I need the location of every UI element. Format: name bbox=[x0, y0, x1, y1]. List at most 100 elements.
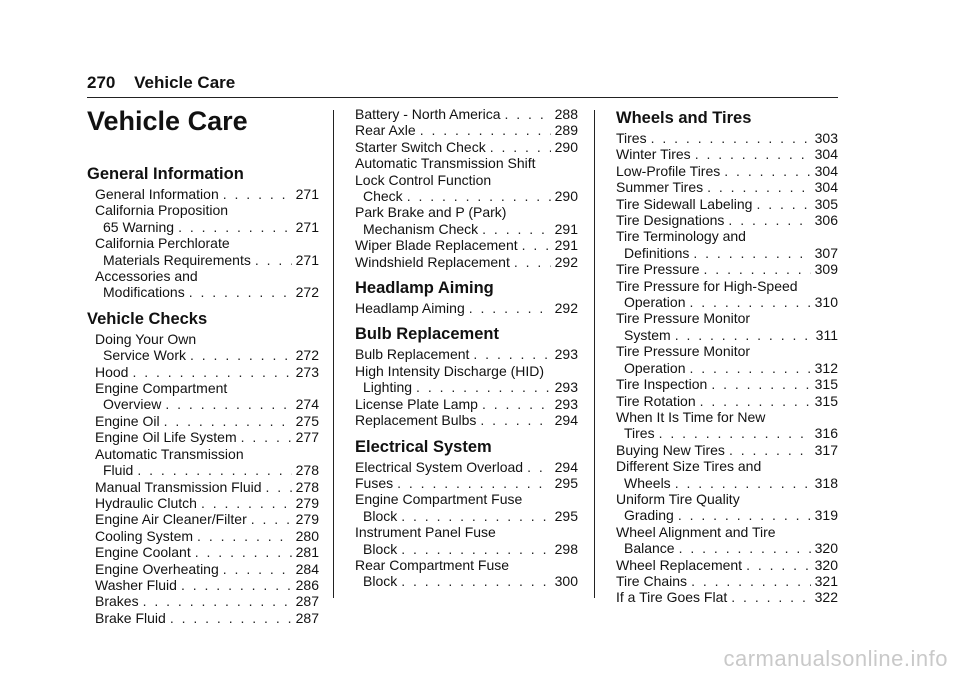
toc-page-number: 293 bbox=[554, 379, 578, 396]
toc-page-number: 279 bbox=[295, 511, 319, 528]
toc-page-number: 304 bbox=[814, 146, 838, 163]
toc-entry[interactable]: Headlamp Aiming. . . . . . . . . . . . .… bbox=[355, 300, 578, 316]
toc-entry[interactable]: Wiper Blade Replacement. . . . . . . . .… bbox=[355, 237, 578, 253]
toc-entry[interactable]: Engine Overheating. . . . . . . . . . . … bbox=[87, 561, 319, 577]
toc-entry[interactable]: Tire Chains. . . . . . . . . . . . . . .… bbox=[616, 573, 838, 589]
toc-entry[interactable]: Electrical System Overload. . . . . . . … bbox=[355, 459, 578, 475]
toc-entry[interactable]: Tire Pressure. . . . . . . . . . . . . .… bbox=[616, 261, 838, 277]
toc-entry-line: Cooling System. . . . . . . . . . . . . … bbox=[95, 528, 319, 544]
toc-entry[interactable]: Park Brake and P (Park)Mechanism Check. … bbox=[355, 204, 578, 237]
dot-leader: . . . . . . . . . . . . . . . . . . . . … bbox=[689, 359, 810, 376]
toc-entry[interactable]: Hood. . . . . . . . . . . . . . . . . . … bbox=[87, 364, 319, 380]
toc-entry[interactable]: General Information. . . . . . . . . . .… bbox=[87, 186, 319, 202]
toc-entry[interactable]: License Plate Lamp. . . . . . . . . . . … bbox=[355, 396, 578, 412]
toc-entry[interactable]: Starter Switch Check. . . . . . . . . . … bbox=[355, 139, 578, 155]
toc-entry[interactable]: Manual Transmission Fluid. . . . . . . .… bbox=[87, 479, 319, 495]
toc-entry-line: General Information. . . . . . . . . . .… bbox=[95, 186, 319, 202]
toc-entry-text: Block bbox=[363, 507, 398, 524]
dot-leader: . . . . . . . . . . . . . . . . . . . . … bbox=[416, 379, 551, 396]
toc-entry[interactable]: Tire Designations. . . . . . . . . . . .… bbox=[616, 212, 838, 228]
toc-page-number: 293 bbox=[554, 346, 578, 363]
toc-entry[interactable]: Engine Oil. . . . . . . . . . . . . . . … bbox=[87, 413, 319, 429]
dot-leader: . . . . . . . . . . . . . . . . . . . . … bbox=[200, 494, 292, 511]
toc-entry[interactable]: Summer Tires. . . . . . . . . . . . . . … bbox=[616, 179, 838, 195]
toc-entry[interactable]: Tire Inspection. . . . . . . . . . . . .… bbox=[616, 376, 838, 392]
toc-entry[interactable]: Brake Fluid. . . . . . . . . . . . . . .… bbox=[87, 610, 319, 626]
dot-leader: . . . . . . . . . . . . . . . . . . . . … bbox=[703, 261, 811, 278]
dot-leader: . . . . . . . . . . . . . . . . . . . . … bbox=[728, 441, 811, 458]
dot-leader: . . . . . . . . . . . . . . . . . . . . … bbox=[468, 300, 551, 317]
toc-entry-line: Rear Axle. . . . . . . . . . . . . . . .… bbox=[355, 122, 578, 138]
toc-entry-line: System. . . . . . . . . . . . . . . . . … bbox=[616, 327, 838, 343]
toc-entry-line: Wheel Replacement. . . . . . . . . . . .… bbox=[616, 557, 838, 573]
dot-leader: . . . . . . . . . . . . . . . . . . . . … bbox=[689, 294, 810, 311]
toc-entry[interactable]: Engine Air Cleaner/Filter. . . . . . . .… bbox=[87, 511, 319, 527]
dot-leader: . . . . . . . . . . . . . . . . . . . . … bbox=[137, 462, 291, 479]
toc-entry[interactable]: Tire Sidewall Labeling. . . . . . . . . … bbox=[616, 196, 838, 212]
toc-entry-line: Overview. . . . . . . . . . . . . . . . … bbox=[95, 396, 319, 412]
toc-entry[interactable]: Winter Tires. . . . . . . . . . . . . . … bbox=[616, 146, 838, 162]
toc-page-number: 278 bbox=[295, 478, 319, 495]
toc-entry-line: Engine Oil Life System. . . . . . . . . … bbox=[95, 429, 319, 445]
toc-entry[interactable]: Fuses. . . . . . . . . . . . . . . . . .… bbox=[355, 475, 578, 491]
toc-entry-text: Hood bbox=[95, 363, 129, 380]
toc-entry-line: Engine Overheating. . . . . . . . . . . … bbox=[95, 561, 319, 577]
dot-leader: . . . . . . . . . . . . . . . . . . . . … bbox=[397, 474, 551, 491]
toc-entry[interactable]: Windshield Replacement. . . . . . . . . … bbox=[355, 254, 578, 270]
toc-entry-line: Lighting. . . . . . . . . . . . . . . . … bbox=[355, 379, 578, 395]
dot-leader: . . . . . . . . . . . . . . . . . . . . … bbox=[165, 396, 291, 413]
toc-entry-text: Lighting bbox=[363, 379, 413, 396]
toc-entry-text: Fluid bbox=[103, 462, 134, 479]
toc-entry-line: Electrical System Overload. . . . . . . … bbox=[355, 459, 578, 475]
toc-entry[interactable]: Buying New Tires. . . . . . . . . . . . … bbox=[616, 442, 838, 458]
dot-leader: . . . . . . . . . . . . . . . . . . . . … bbox=[197, 527, 292, 544]
toc-entry-line: Operation. . . . . . . . . . . . . . . .… bbox=[616, 360, 838, 376]
toc-entry[interactable]: Hydraulic Clutch. . . . . . . . . . . . … bbox=[87, 495, 319, 511]
toc-page-number: 312 bbox=[814, 359, 838, 376]
toc-entry[interactable]: Rear Axle. . . . . . . . . . . . . . . .… bbox=[355, 122, 578, 138]
toc-entry[interactable]: Tire Rotation. . . . . . . . . . . . . .… bbox=[616, 393, 838, 409]
toc-page-number: 295 bbox=[554, 507, 578, 524]
dot-leader: . . . . . . . . . . . . . . . . . . . . … bbox=[504, 106, 551, 122]
toc-entry-line: Balance. . . . . . . . . . . . . . . . .… bbox=[616, 540, 838, 556]
toc-entry[interactable]: Low-Profile Tires. . . . . . . . . . . .… bbox=[616, 163, 838, 179]
toc-entry[interactable]: Engine Coolant. . . . . . . . . . . . . … bbox=[87, 544, 319, 560]
section-heading: General Information bbox=[87, 165, 244, 183]
toc-entry[interactable]: Tires. . . . . . . . . . . . . . . . . .… bbox=[616, 130, 838, 146]
toc-entry[interactable]: Battery - North America. . . . . . . . .… bbox=[355, 106, 578, 122]
toc-entry[interactable]: Engine Oil Life System. . . . . . . . . … bbox=[87, 429, 319, 445]
toc-page-number: 274 bbox=[295, 396, 319, 413]
toc-entry-text: Tire Sidewall Labeling bbox=[616, 195, 753, 212]
toc-entry[interactable]: High Intensity Discharge (HID)Lighting. … bbox=[355, 363, 578, 396]
toc-entry[interactable]: Washer Fluid. . . . . . . . . . . . . . … bbox=[87, 577, 319, 593]
toc-entry-line: Winter Tires. . . . . . . . . . . . . . … bbox=[616, 146, 838, 162]
toc-entry[interactable]: Cooling System. . . . . . . . . . . . . … bbox=[87, 528, 319, 544]
toc-entry[interactable]: Brakes. . . . . . . . . . . . . . . . . … bbox=[87, 593, 319, 609]
toc-entry[interactable]: Replacement Bulbs. . . . . . . . . . . .… bbox=[355, 412, 578, 428]
toc-entry[interactable]: Bulb Replacement. . . . . . . . . . . . … bbox=[355, 346, 578, 362]
dot-leader: . . . . . . . . . . . . . . . . . . . . … bbox=[746, 556, 811, 573]
toc-page-number: 315 bbox=[814, 376, 838, 393]
toc-entry-text: Instrument Panel Fuse bbox=[355, 524, 496, 541]
toc-entry[interactable]: Wheel Replacement. . . . . . . . . . . .… bbox=[616, 557, 838, 573]
toc-entry[interactable]: If a Tire Goes Flat. . . . . . . . . . .… bbox=[616, 589, 838, 605]
dot-leader: . . . . . . . . . . . . . . . . . . . . … bbox=[254, 251, 292, 268]
